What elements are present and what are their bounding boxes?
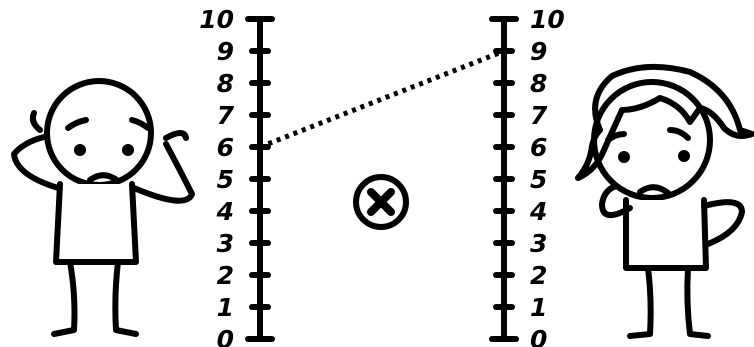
right-person-eye bbox=[678, 150, 690, 162]
left-scale-tick-label: 6 bbox=[217, 133, 234, 162]
right-scale-labels: 0 1 2 3 4 5 6 7 8 9 10 bbox=[529, 5, 565, 347]
right-person-figure bbox=[578, 67, 752, 336]
left-person-head bbox=[47, 81, 151, 185]
right-scale: 0 1 2 3 4 5 6 7 8 9 10 bbox=[492, 5, 565, 347]
right-person-eye bbox=[618, 151, 630, 163]
left-scale-tick-label: 1 bbox=[217, 293, 234, 322]
right-person-torso bbox=[626, 200, 706, 268]
right-scale-tick-label: 10 bbox=[530, 5, 565, 34]
right-scale-tick-label: 3 bbox=[530, 229, 547, 258]
left-scale-tick-label: 3 bbox=[217, 229, 234, 258]
left-person-hand bbox=[33, 113, 40, 130]
right-scale-tick-label: 8 bbox=[530, 69, 547, 98]
right-scale-tick-label: 5 bbox=[530, 165, 547, 194]
left-person-eye bbox=[74, 144, 86, 156]
circled-times-icon bbox=[356, 177, 406, 227]
left-scale-tick-label: 10 bbox=[199, 5, 234, 34]
right-scale-tick-label: 7 bbox=[530, 101, 548, 130]
left-person-leg bbox=[54, 262, 75, 334]
left-scale-tick-label: 8 bbox=[217, 69, 234, 98]
left-scale-labels: 0 1 2 3 4 5 6 7 8 9 10 bbox=[199, 5, 234, 347]
left-scale: 0 1 2 3 4 5 6 7 8 9 10 bbox=[199, 5, 272, 347]
right-scale-tick-label: 2 bbox=[530, 261, 547, 290]
left-scale-tick-label: 0 bbox=[217, 325, 234, 347]
right-person-leg bbox=[687, 268, 708, 336]
right-person-leg bbox=[630, 268, 651, 336]
right-scale-tick-label: 6 bbox=[530, 133, 547, 162]
left-person-torso bbox=[56, 184, 136, 262]
right-scale-tick-label: 4 bbox=[529, 197, 547, 226]
right-scale-tick-label: 1 bbox=[530, 293, 547, 322]
right-person-arm bbox=[704, 202, 742, 244]
left-person-hand bbox=[166, 133, 186, 138]
left-scale-tick-label: 7 bbox=[217, 101, 235, 130]
left-scale-tick-label: 2 bbox=[217, 261, 234, 290]
left-scale-tick-label: 9 bbox=[217, 37, 234, 66]
left-person-leg bbox=[115, 262, 136, 334]
left-person-figure bbox=[14, 81, 192, 334]
left-scale-tick-label: 5 bbox=[217, 165, 234, 194]
left-scale-tick-label: 4 bbox=[216, 197, 234, 226]
dotted-connector-line bbox=[260, 51, 504, 147]
right-scale-tick-label: 0 bbox=[530, 325, 547, 347]
left-person-eye bbox=[122, 144, 134, 156]
right-scale-tick-label: 9 bbox=[530, 37, 547, 66]
